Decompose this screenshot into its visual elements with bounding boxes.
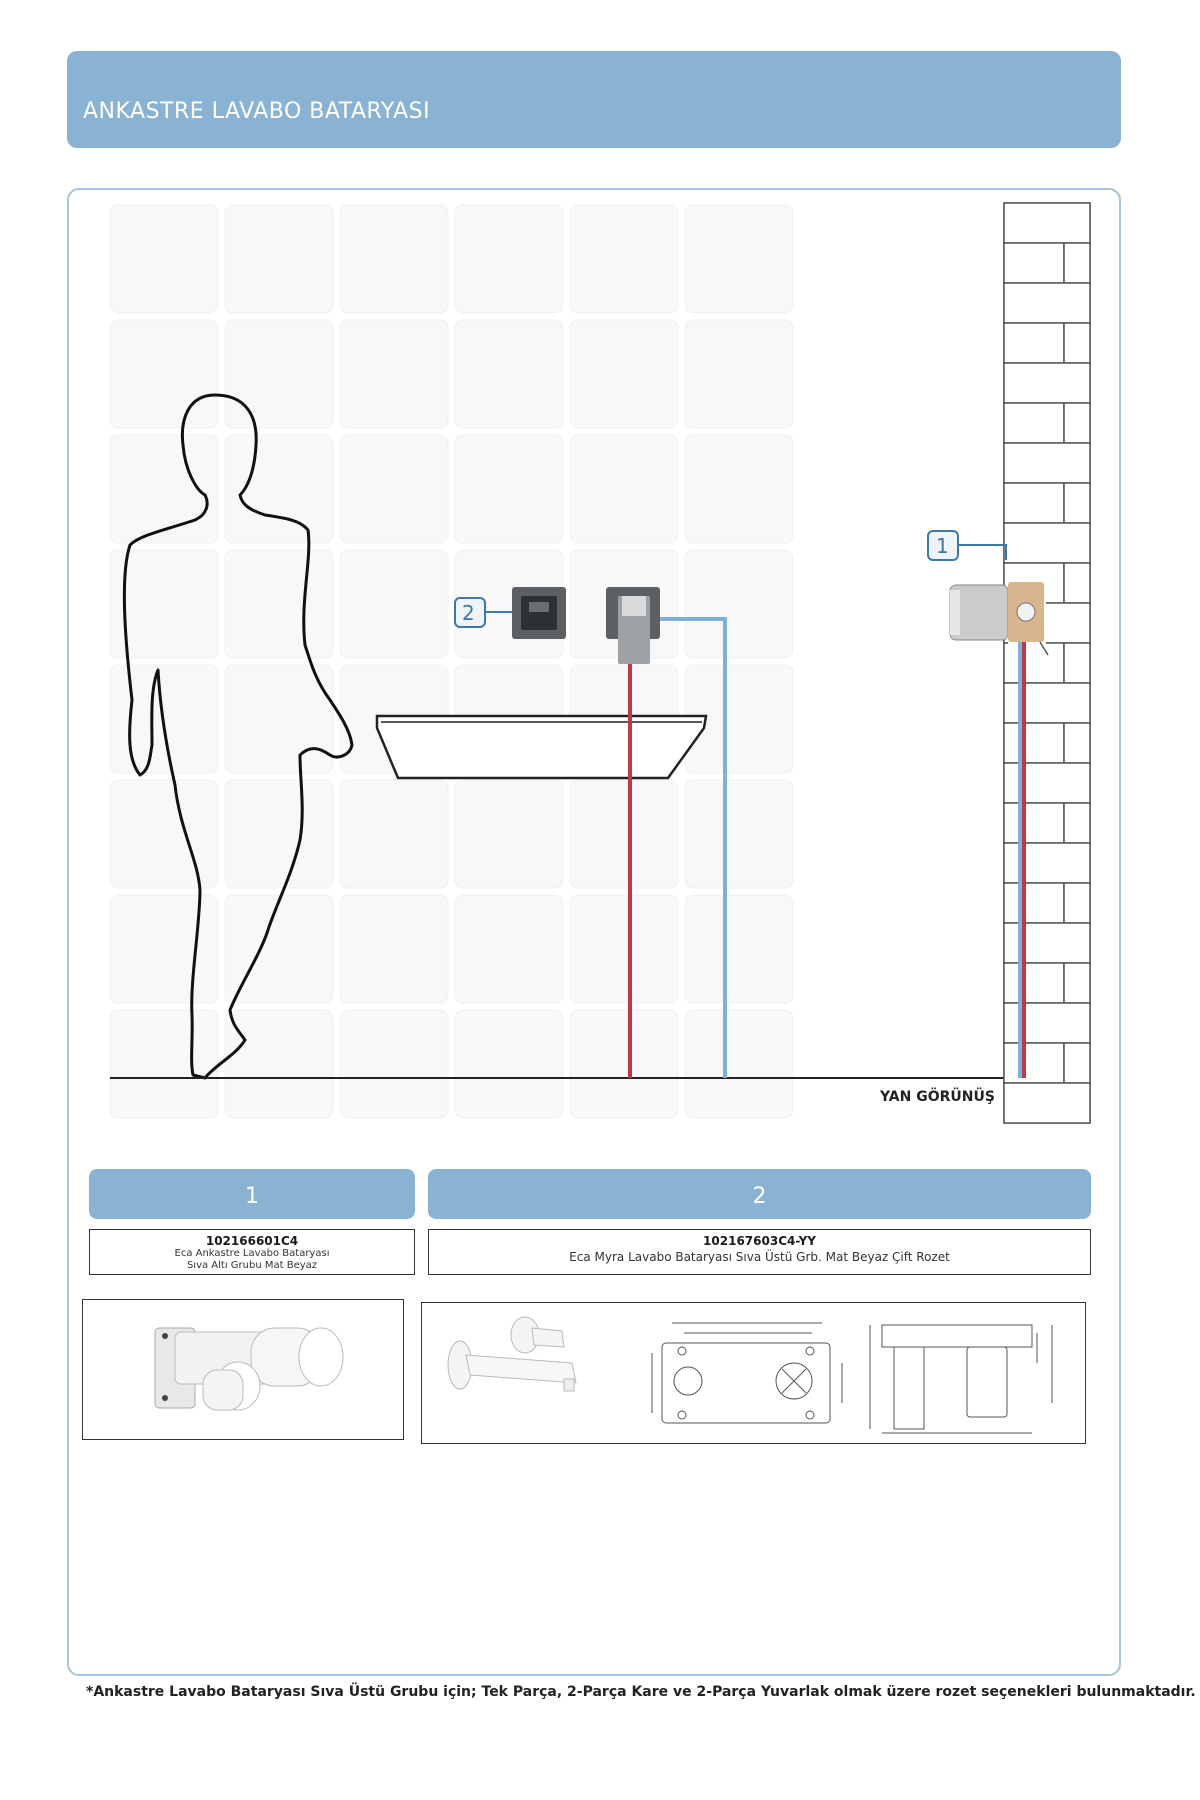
- illustration-frame: [67, 188, 1121, 1676]
- spout-photo-icon: [447, 1316, 577, 1392]
- concealed-valve-body: [949, 582, 1049, 656]
- view-label: YAN GÖRÜNÜŞ: [879, 1087, 995, 1105]
- product-2-header: 2: [428, 1169, 1091, 1219]
- product-1-description-line2: Sıva Altı Grubu Mat Beyaz: [186, 1260, 318, 1271]
- side-dimension-drawing: [869, 1324, 1053, 1434]
- footnote: *Ankastre Lavabo Bataryası Sıva Üstü Gru…: [86, 1684, 1196, 1700]
- cold-water-pipe: [657, 617, 727, 1078]
- side-view-illustration: 2: [109, 202, 1091, 1124]
- product-2-number: 2: [752, 1184, 767, 1209]
- product-1-label: 102166601C4 Eca Ankastre Lavabo Bataryas…: [89, 1229, 415, 1275]
- person-silhouette-icon: [122, 393, 354, 1080]
- wall-control-plate: [512, 587, 566, 639]
- concealed-body-photo-icon: [154, 1327, 344, 1411]
- product-2-code: 102167603C4-YY: [703, 1234, 816, 1248]
- product-1-image: [82, 1299, 404, 1440]
- product-1-number: 1: [245, 1184, 259, 1209]
- product-2-image: [421, 1302, 1086, 1444]
- product-2-description: Eca Myra Lavabo Bataryası Sıva Üstü Grb.…: [569, 1250, 950, 1264]
- product-1-code: 102166601C4: [205, 1234, 299, 1248]
- page-header: ANKASTRE LAVABO BATARYASI: [67, 51, 1121, 148]
- product-1-description-line1: Eca Ankastre Lavabo Bataryası: [174, 1248, 330, 1259]
- callout-2: 2: [462, 601, 475, 625]
- product-2-label: 102167603C4-YY Eca Myra Lavabo Bataryası…: [428, 1229, 1091, 1275]
- tile-grid: [109, 204, 794, 1119]
- product-1-header: 1: [89, 1169, 415, 1219]
- front-dimension-drawing: [651, 1322, 843, 1424]
- sink-basin: [375, 714, 708, 780]
- wall-spout: [606, 587, 660, 664]
- page-title: ANKASTRE LAVABO BATARYASI: [83, 99, 431, 124]
- callout-1: 1: [936, 534, 949, 558]
- product-2-technical-drawing-icon: [447, 1316, 1053, 1434]
- brick-wall: [1003, 202, 1091, 1124]
